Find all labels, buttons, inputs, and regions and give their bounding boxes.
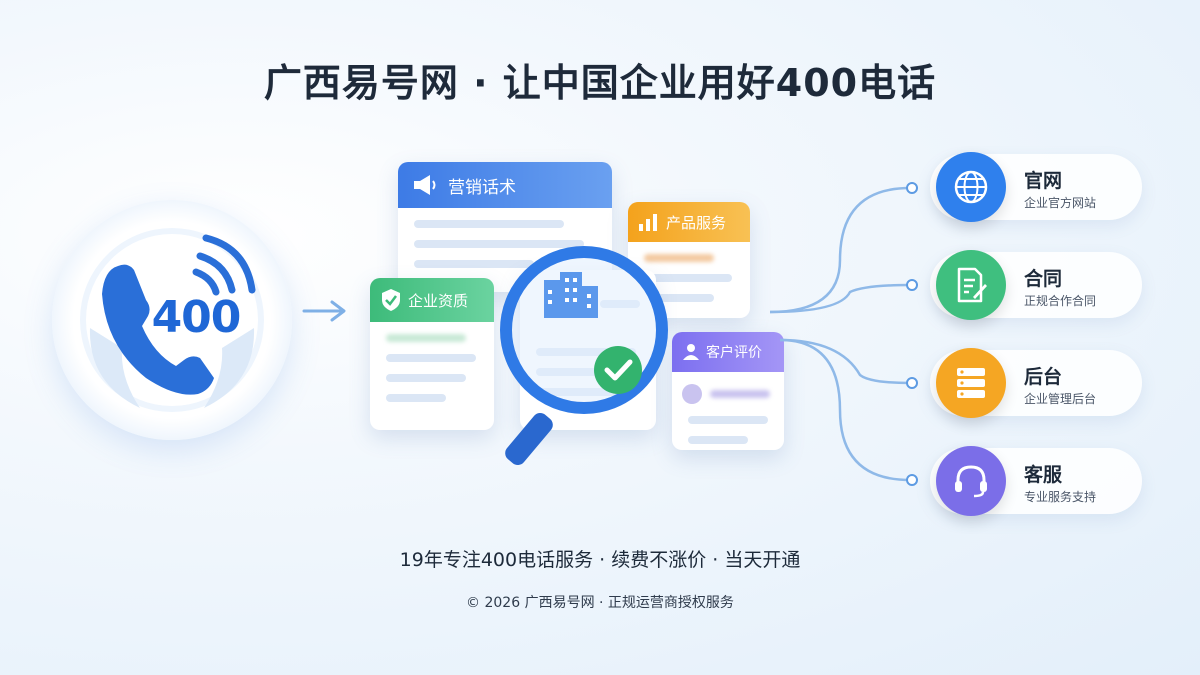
bar-chart-icon (639, 214, 657, 231)
phone-number: 400 (151, 292, 242, 343)
service-title: 客服 (1024, 464, 1063, 486)
service-title: 合同 (1024, 268, 1063, 290)
service-title: 官网 (1024, 170, 1063, 192)
contract-icon (936, 250, 1006, 320)
megaphone-icon (414, 175, 436, 195)
review-card: 客户评价 (672, 332, 784, 450)
review-card-label: 客户评价 (706, 345, 762, 361)
marketing-card-label: 营销话术 (448, 177, 516, 198)
headset-icon (936, 446, 1006, 516)
magnifier-icon (500, 246, 668, 466)
product-card-label: 产品服务 (666, 213, 727, 232)
arrow-right-icon (302, 300, 346, 322)
service-subtitle: 正规合作合同 (1024, 294, 1097, 308)
tagline: 19年专注400电话服务 · 续费不涨价 · 当天开通 (399, 549, 801, 571)
qualification-card: 企业资质 (370, 278, 494, 430)
globe-icon (936, 152, 1006, 222)
product-card: 产品服务 (628, 202, 750, 318)
page-title: 广西易号网 · 让中国企业用好400电话 (263, 61, 937, 105)
service-subtitle: 企业管理后台 (1024, 392, 1097, 406)
qualification-card-label: 企业资质 (408, 291, 469, 310)
user-icon (683, 344, 699, 360)
service-subtitle: 企业官方网站 (1024, 196, 1097, 210)
service-title: 后台 (1024, 366, 1063, 388)
phone-icon (89, 234, 256, 408)
server-icon (936, 348, 1006, 418)
copyright: © 2026 广西易号网 · 正规运营商授权服务 (466, 595, 734, 611)
service-website[interactable]: 官网 企业官方网站 (930, 152, 1142, 222)
service-backend[interactable]: 后台 企业管理后台 (930, 348, 1142, 418)
service-support[interactable]: 客服 专业服务支持 (930, 446, 1142, 516)
service-contract[interactable]: 合同 正规合作合同 (930, 250, 1142, 320)
connector-lines (769, 182, 918, 486)
avatar (682, 384, 702, 404)
shield-check-icon (382, 289, 400, 311)
service-subtitle: 专业服务支持 (1024, 490, 1097, 504)
